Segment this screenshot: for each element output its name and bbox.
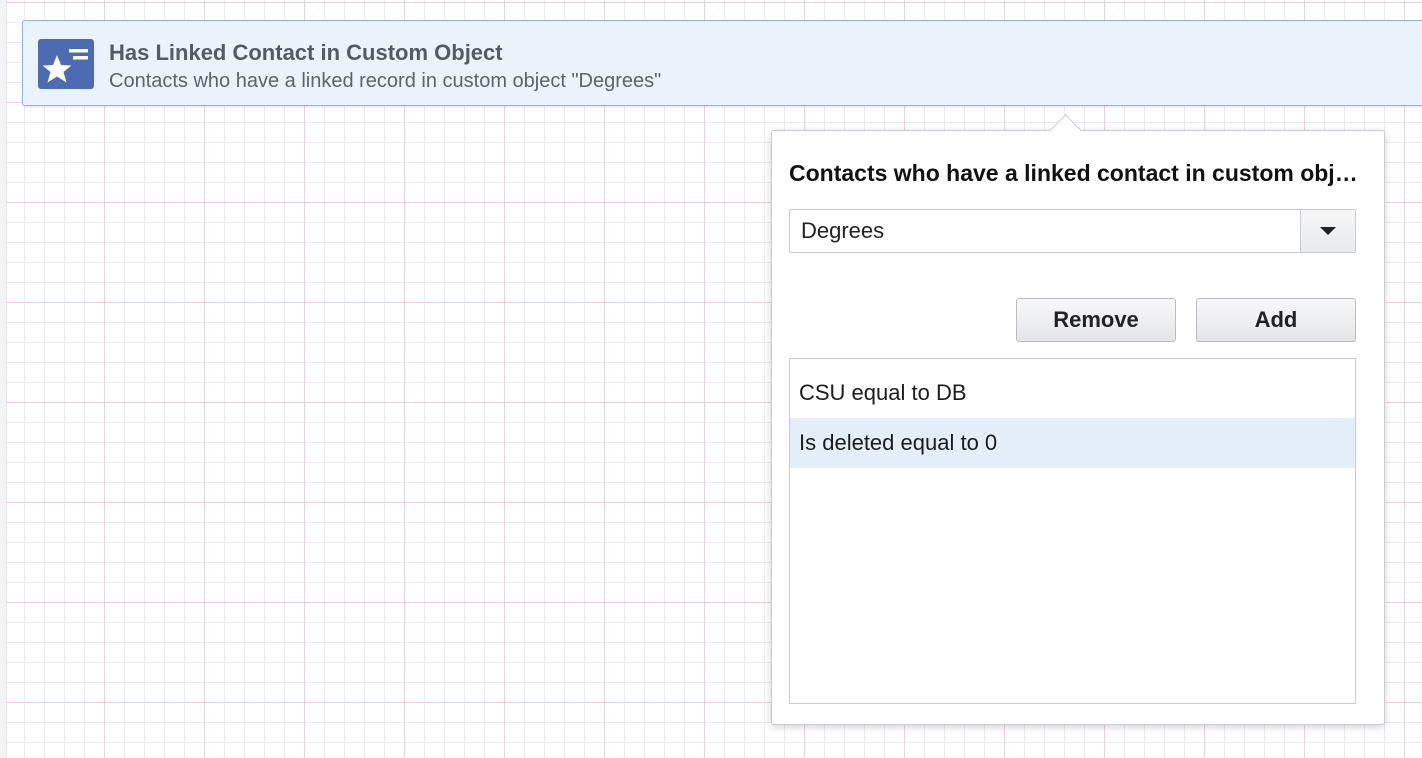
add-button[interactable]: Add [1196,298,1356,342]
starred-list-icon [38,39,94,89]
select-dropdown-button[interactable] [1300,210,1355,252]
custom-object-select[interactable]: Degrees [789,209,1356,253]
node-description: Contacts who have a linked record in cus… [109,70,662,92]
criteria-item-selected[interactable]: Is deleted equal to 0 [790,418,1355,468]
filter-config-popover: Contacts who have a linked contact in cu… [771,114,1385,725]
segment-filter-node[interactable]: Has Linked Contact in Custom Object Cont… [22,20,1422,106]
custom-object-select-value: Degrees [801,218,885,243]
criteria-list: CSU equal to DB Is deleted equal to 0 [789,358,1356,704]
chevron-down-icon [1320,227,1336,235]
node-title: Has Linked Contact in Custom Object [109,40,503,65]
criteria-item[interactable]: CSU equal to DB [799,380,967,405]
canvas-left-edge [0,0,7,758]
remove-button[interactable]: Remove [1016,298,1176,342]
popover-arrow [1049,114,1082,147]
popover-title: Contacts who have a linked contact in cu… [789,160,1361,186]
